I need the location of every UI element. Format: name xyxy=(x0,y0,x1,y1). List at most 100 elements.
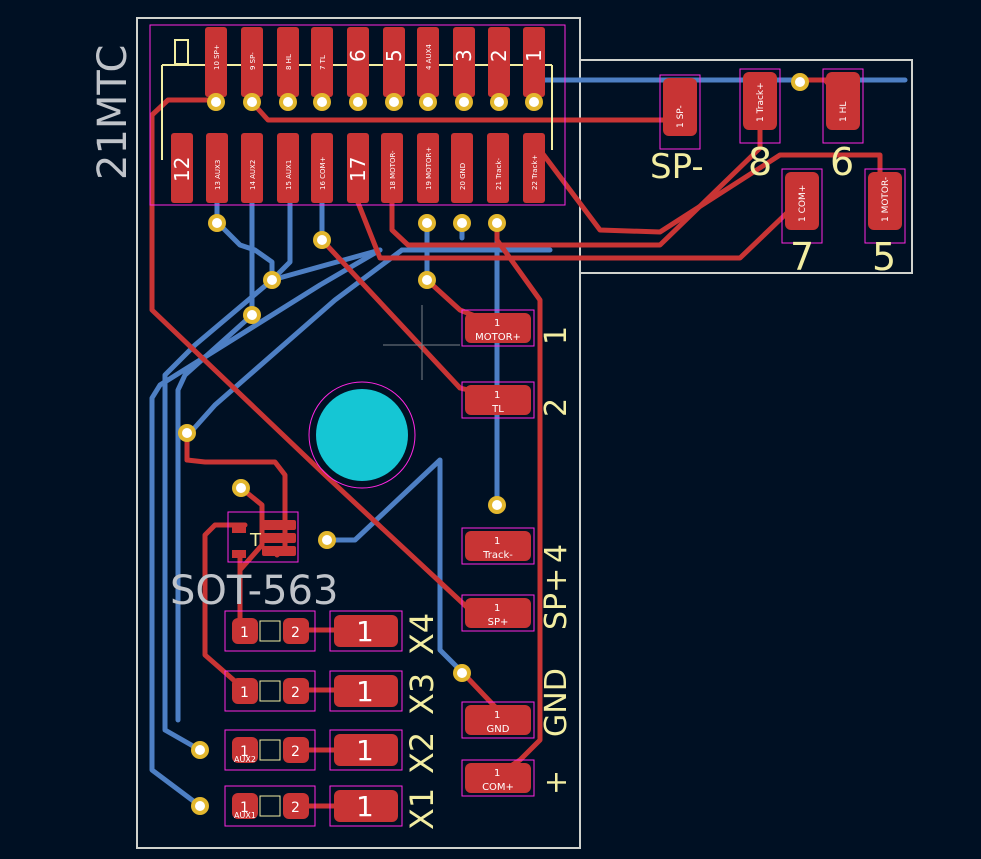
right-pad-track[interactable]: 1 Track+8 xyxy=(739,68,781,184)
pad-label: 1 SP- xyxy=(676,105,686,128)
pin-label: 19 MOTOR+ xyxy=(425,147,433,190)
via xyxy=(455,93,473,111)
center-pad-sp[interactable]: 1SP+SP+ xyxy=(461,568,574,632)
pad xyxy=(171,133,193,203)
via xyxy=(208,214,226,232)
connector-top-pin[interactable]: 4 AUX4 xyxy=(417,27,439,97)
pad xyxy=(383,27,405,97)
pad xyxy=(277,133,299,203)
pad xyxy=(277,27,299,97)
pad-silk-label: 7 xyxy=(790,235,814,279)
via xyxy=(488,214,506,232)
svg-text:1: 1 xyxy=(356,615,374,648)
pad-net-label: SP+ xyxy=(488,617,509,628)
connector-top-pin[interactable]: 3 xyxy=(452,27,476,97)
pin-label: 4 AUX4 xyxy=(425,44,433,70)
connector-bottom-pin[interactable]: 13 AUX3 xyxy=(206,133,228,203)
svg-text:1: 1 xyxy=(494,318,500,329)
pad xyxy=(487,133,509,203)
via xyxy=(232,479,250,497)
right-pad-sp[interactable]: 1 SP-SP- xyxy=(650,74,704,187)
via xyxy=(313,93,331,111)
connector-bottom-pin[interactable]: 22 Track+ xyxy=(523,133,545,203)
svg-text:2: 2 xyxy=(291,625,300,641)
via xyxy=(178,424,196,442)
via xyxy=(791,73,809,91)
connector-top-pin[interactable]: 1 xyxy=(522,27,546,97)
pad xyxy=(206,133,228,203)
pin-label: 18 MOTOR- xyxy=(389,150,397,190)
connector-bottom-pin[interactable]: 21 Track- xyxy=(487,133,509,203)
ic-sot563[interactable]: T xyxy=(227,511,299,563)
pad-silk-label: GND xyxy=(539,668,574,737)
via xyxy=(453,214,471,232)
pad-silk-label: 2 xyxy=(539,398,574,417)
mount-hole xyxy=(316,389,408,481)
pad xyxy=(417,27,439,97)
connector-bottom-pin[interactable]: 17 xyxy=(346,133,370,203)
svg-text:T: T xyxy=(249,530,262,551)
pin-label: 7 TL xyxy=(319,55,327,70)
connector-top-pin[interactable]: 2 xyxy=(487,27,511,97)
connector-ref-label: 21MTC xyxy=(90,45,136,180)
pad-silk-label: 1 xyxy=(539,326,574,345)
connector-top-pin[interactable]: 7 TL xyxy=(311,27,333,97)
svg-text:1: 1 xyxy=(494,710,500,721)
connector-top-pin[interactable]: 9 SP- xyxy=(241,27,263,97)
connector-bottom-pin[interactable]: 19 MOTOR+ xyxy=(417,133,439,203)
right-pad-com[interactable]: 1 COM+7 xyxy=(781,168,823,279)
pad xyxy=(523,133,545,203)
via xyxy=(453,664,471,682)
pin-label: 16 COM+ xyxy=(319,156,327,190)
svg-text:1: 1 xyxy=(494,536,500,547)
pin-label: 13 AUX3 xyxy=(214,160,222,190)
pin-label: 17 xyxy=(346,157,370,182)
right-pad-hl[interactable]: 1 HL6 xyxy=(822,68,864,184)
vias xyxy=(178,73,809,815)
connector-top-pin[interactable]: 10 SP+ xyxy=(205,27,227,97)
pad-net-label: GND xyxy=(487,724,510,735)
connector-top-pin[interactable]: 6 xyxy=(346,27,370,97)
pad-net-label: TL xyxy=(491,404,504,415)
connector-top-pin[interactable]: 8 HL xyxy=(277,27,299,97)
board-outline-extension xyxy=(579,59,913,274)
svg-text:1: 1 xyxy=(240,744,249,760)
connector-bottom-pin[interactable]: 15 AUX1 xyxy=(277,133,299,203)
pad-net-label: Track- xyxy=(482,550,513,561)
connector-bottom-pin[interactable]: 12 xyxy=(170,133,194,203)
svg-text:2: 2 xyxy=(291,685,300,701)
via xyxy=(488,496,506,514)
connector-courtyard xyxy=(149,24,566,206)
pad-silk-label: + xyxy=(539,770,574,795)
pin-label: 10 SP+ xyxy=(213,44,221,70)
connector-bottom-pin[interactable]: 16 COM+ xyxy=(311,133,333,203)
right-pad-motor[interactable]: 1 MOTOR-5 xyxy=(864,168,906,279)
connector-bottom-pin[interactable]: 18 MOTOR- xyxy=(381,133,403,203)
connector-bottom-row: 12 13 AUX3 14 AUX2 15 AUX1 16 COM+ 17 18 MOTOR… xyxy=(170,133,545,203)
via xyxy=(207,93,225,111)
svg-text:1: 1 xyxy=(356,675,374,708)
pin-label: 1 xyxy=(522,49,546,62)
connector-bottom-pin[interactable]: 20 GND xyxy=(451,133,473,203)
pin-label: 8 HL xyxy=(285,54,293,70)
board-outline-main xyxy=(136,17,581,849)
via xyxy=(318,531,336,549)
connector-top-pin[interactable]: 5 xyxy=(382,27,406,97)
pin1-marker xyxy=(174,39,189,65)
ic-package-label: SOT-563 xyxy=(170,568,338,614)
via xyxy=(191,797,209,815)
pad xyxy=(311,133,333,203)
connector-bottom-pin[interactable]: 14 AUX2 xyxy=(241,133,263,203)
pad xyxy=(381,133,403,203)
